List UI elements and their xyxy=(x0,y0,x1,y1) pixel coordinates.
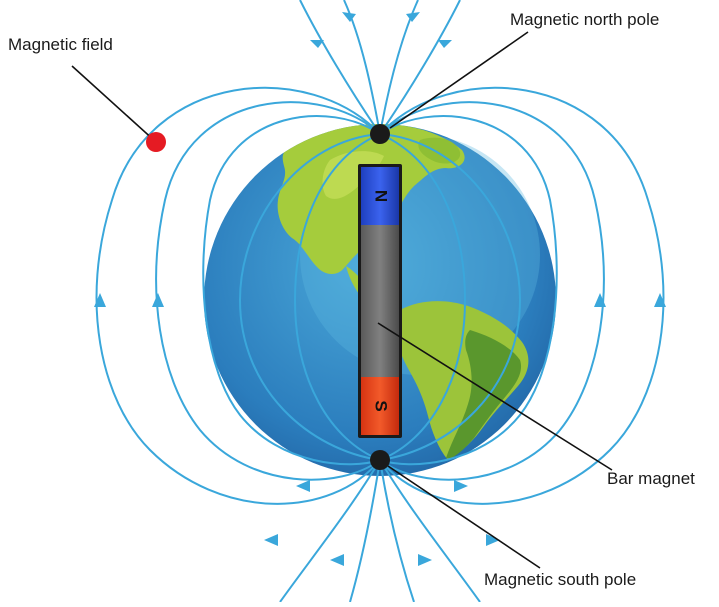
arrow-top-3 xyxy=(310,40,324,48)
arrow-bottom-right-2 xyxy=(486,534,500,546)
field-line-bottom-3 xyxy=(279,459,381,603)
arrow-up-left-1 xyxy=(94,293,106,307)
south-letter: S xyxy=(372,400,391,411)
label-bar-magnet: Bar magnet xyxy=(607,469,695,488)
arrow-up-left-2 xyxy=(152,293,164,307)
leader-north-pole xyxy=(389,31,529,129)
field-line-right-5 xyxy=(379,133,467,461)
south-america-shade xyxy=(446,330,522,459)
field-line-right-3 xyxy=(379,115,558,466)
leader-bar-magnet xyxy=(377,322,613,471)
magnet-south-end xyxy=(361,377,399,435)
magnet-north-end xyxy=(361,167,399,225)
south-pole-marker xyxy=(370,450,390,470)
arrow-top-1 xyxy=(342,12,356,22)
label-magnetic-field: Magnetic field xyxy=(8,35,113,54)
field-line-left-4 xyxy=(238,133,381,461)
label-south-pole: Magnetic south pole xyxy=(484,570,637,589)
arrow-up-right-2 xyxy=(594,293,606,307)
field-line-left-3 xyxy=(202,115,381,466)
north-america-shade xyxy=(322,151,384,199)
arrow-bottom-right-1 xyxy=(454,480,468,492)
north-letter: N xyxy=(372,190,391,202)
leader-south-pole xyxy=(387,465,541,569)
arrow-top-4 xyxy=(438,40,452,48)
bar-magnet: N S xyxy=(358,164,402,438)
leader-magnetic-field xyxy=(71,65,157,143)
arrow-bottom-right-3 xyxy=(418,554,432,566)
field-line-bottom-1 xyxy=(349,459,381,603)
field-line-left-5 xyxy=(293,133,381,461)
magnetic-field-marker xyxy=(146,132,166,152)
field-line-top-3 xyxy=(299,0,381,135)
greenland xyxy=(418,137,461,164)
label-north-pole: Magnetic north pole xyxy=(510,10,660,29)
arrow-bottom-left-2 xyxy=(264,534,278,546)
north-pole-marker xyxy=(370,124,390,144)
field-line-top-4 xyxy=(379,0,461,135)
arrow-bottom-left-1 xyxy=(296,480,310,492)
field-line-bottom-4 xyxy=(379,459,481,603)
field-line-right-1 xyxy=(379,86,665,505)
field-direction-arrows xyxy=(94,12,666,566)
field-line-right-4 xyxy=(379,133,522,461)
leader-lines xyxy=(71,31,613,569)
field-line-left-1 xyxy=(95,86,381,505)
arrow-bottom-left-3 xyxy=(330,554,344,566)
field-line-bottom-2 xyxy=(379,459,415,603)
arrow-top-2 xyxy=(406,12,420,22)
central-america xyxy=(346,266,392,311)
arrow-up-right-1 xyxy=(654,293,666,307)
magnet-body xyxy=(361,225,399,377)
